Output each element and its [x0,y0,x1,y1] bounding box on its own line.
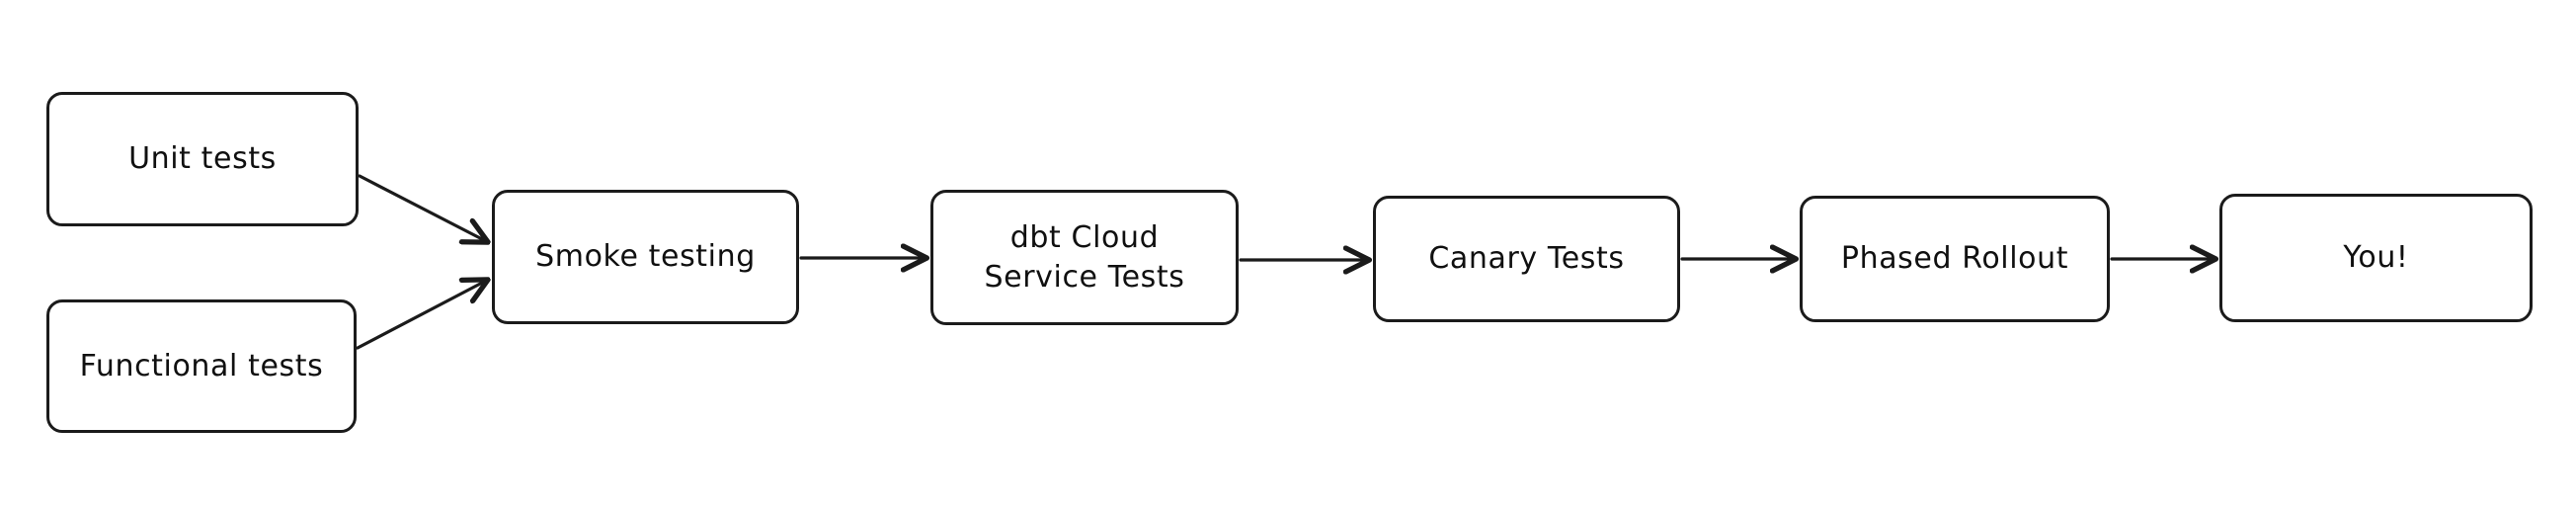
node-functional-tests-label: Functional tests [79,348,324,383]
node-you[interactable]: You! [2219,194,2533,322]
edge-functional-tests-to-smoke-testing [356,281,486,350]
node-smoke-testing[interactable]: Smoke testing [492,190,799,324]
edge-unit-tests-to-smoke-testing [358,174,486,241]
node-functional-tests[interactable]: Functional tests [46,299,357,433]
node-dbt-cloud-service-tests-label: dbt Cloud Service Tests [984,219,1185,295]
node-phased-rollout[interactable]: Phased Rollout [1800,196,2110,322]
node-you-label: You! [2343,240,2409,276]
node-unit-tests-label: Unit tests [128,141,277,177]
node-canary-tests[interactable]: Canary Tests [1373,196,1680,322]
node-canary-tests-label: Canary Tests [1428,241,1625,277]
node-unit-tests[interactable]: Unit tests [46,92,359,226]
node-smoke-testing-label: Smoke testing [535,239,756,275]
node-dbt-cloud-service-tests[interactable]: dbt Cloud Service Tests [930,190,1239,325]
node-phased-rollout-label: Phased Rollout [1840,241,2069,277]
